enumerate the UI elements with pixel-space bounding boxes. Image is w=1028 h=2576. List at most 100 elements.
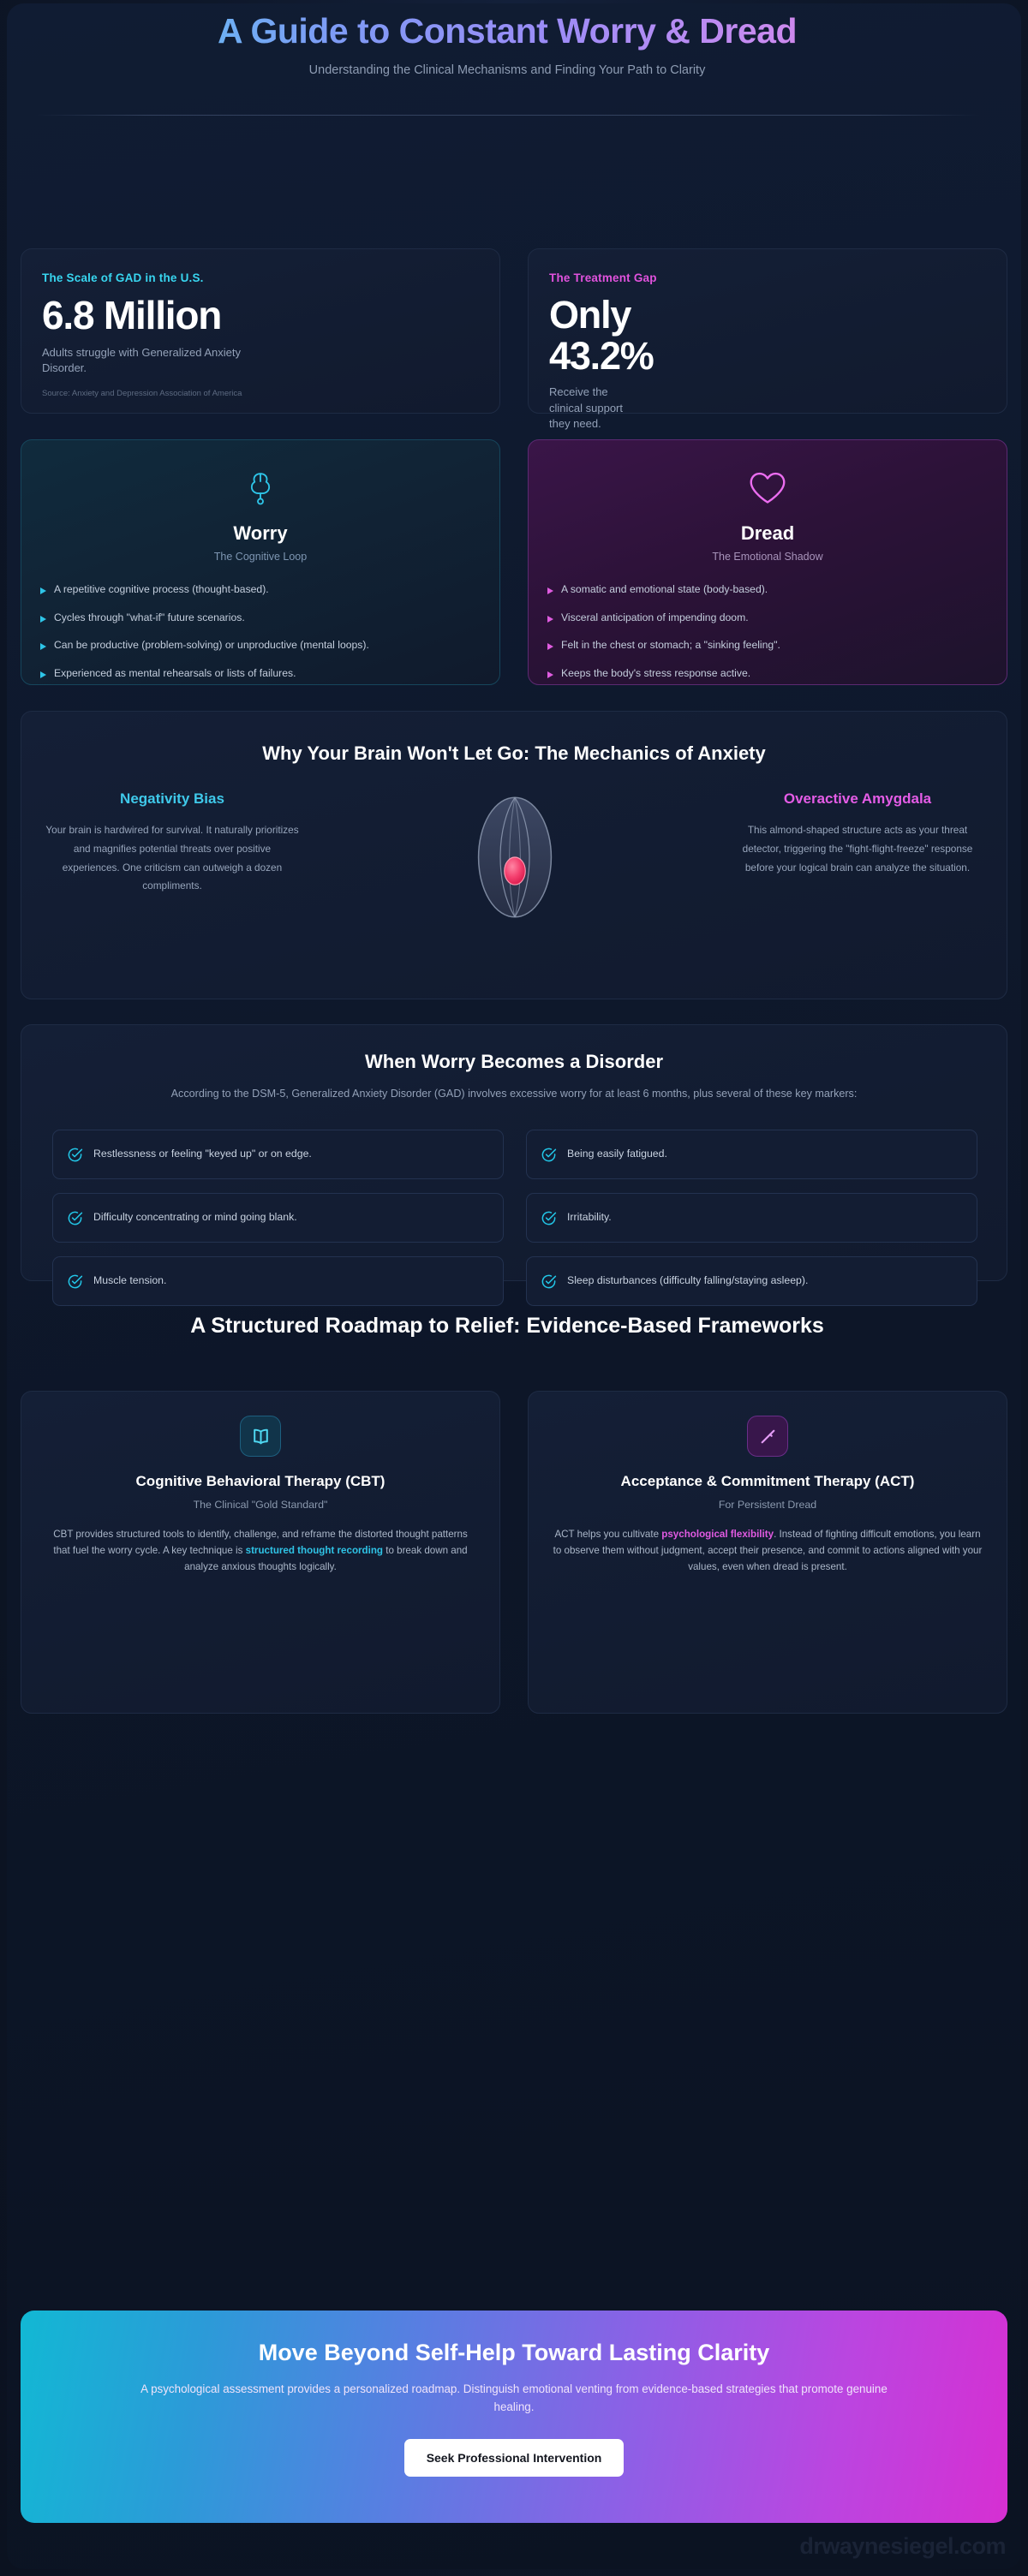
mechanics-heading: Overactive Amygdala <box>783 790 932 807</box>
heart-outline-icon <box>547 466 988 510</box>
marker-item: Muscle tension. <box>52 1256 504 1306</box>
marker-text: Being easily fatigued. <box>567 1148 667 1160</box>
concept-bullet-text: A somatic and emotional state (body-base… <box>561 583 768 595</box>
mechanics-body: This almond-shaped structure acts as you… <box>742 824 973 874</box>
mechanics-right-column: Overactive Amygdala This almond-shaped s… <box>707 790 1008 922</box>
marker-text: Difficulty concentrating or mind going b… <box>93 1211 297 1224</box>
therapy-body-post: to break down and analyze anxious though… <box>184 1545 468 1573</box>
brain-amygdala-diagram <box>323 790 707 922</box>
markers-section: When Worry Becomes a Disorder According … <box>21 1024 1007 1306</box>
mechanics-section: Why Your Brain Won't Let Go: The Mechani… <box>21 711 1007 999</box>
concept-bullet-list: A repetitive cognitive process (thought-… <box>40 582 481 682</box>
concept-bullet-list: A somatic and emotional state (body-base… <box>547 582 988 682</box>
stat-description: Receive the clinical support they need. <box>549 385 623 431</box>
cta-body: A psychological assessment provides a pe… <box>140 2382 888 2414</box>
concept-bullet-text: Experienced as mental rehearsals or list… <box>54 667 296 680</box>
stat-description: Adults struggle with Generalized Anxiety… <box>42 345 241 375</box>
stat-value: Only 43.2% <box>549 295 986 376</box>
brain-loop-icon <box>40 466 481 510</box>
concept-bullet: Keeps the body's stress response active. <box>547 666 988 682</box>
watermark: drwaynesiegel.com <box>799 2533 1006 2559</box>
marker-text: Restlessness or feeling "keyed up" or on… <box>93 1148 312 1160</box>
triangle-bullet-icon <box>547 643 553 651</box>
check-circle-icon <box>541 1147 557 1163</box>
concept-bullet: Felt in the chest or stomach; a "sinking… <box>547 638 988 653</box>
stat-card-scale: The Scale of GAD in the U.S. 6.8 Million… <box>21 248 500 414</box>
triangle-bullet-icon <box>40 643 46 651</box>
therapy-body: ACT helps you cultivate psychological fl… <box>551 1526 984 1576</box>
therapy-subtitle: For Persistent Dread <box>718 1498 817 1511</box>
concept-bullet: Experienced as mental rehearsals or list… <box>40 666 481 682</box>
mechanics-body: Your brain is hardwired for survival. It… <box>45 824 299 892</box>
cta-heading: Move Beyond Self-Help Toward Lasting Cla… <box>258 2340 770 2365</box>
concept-bullet-text: Cycles through "what-if" future scenario… <box>54 611 245 623</box>
stat-value-line2: 43.2% <box>549 333 654 378</box>
concept-subtitle: The Emotional Shadow <box>712 551 823 563</box>
marker-item: Being easily fatigued. <box>526 1130 977 1179</box>
marker-text: Sleep disturbances (difficulty falling/s… <box>567 1274 809 1287</box>
concept-bullet: Can be productive (problem-solving) or u… <box>40 638 481 653</box>
triangle-bullet-icon <box>547 615 553 623</box>
concept-bullet-text: Visceral anticipation of impending doom. <box>561 611 749 623</box>
page-subtitle: Understanding the Clinical Mechanisms an… <box>308 63 706 78</box>
therapy-subtitle: The Clinical "Gold Standard" <box>193 1498 328 1511</box>
marker-item: Restlessness or feeling "keyed up" or on… <box>52 1130 504 1179</box>
triangle-bullet-icon <box>40 587 46 594</box>
cta-button-wrap: Seek Professional Intervention <box>21 2417 1007 2477</box>
stat-label: The Treatment Gap <box>549 271 657 284</box>
concept-bullet-text: Can be productive (problem-solving) or u… <box>54 639 369 652</box>
triangle-bullet-icon <box>40 671 46 679</box>
concept-bullet: A repetitive cognitive process (thought-… <box>40 582 481 598</box>
marker-text: Muscle tension. <box>93 1274 167 1287</box>
concept-bullet-text: Felt in the chest or stomach; a "sinking… <box>561 639 780 652</box>
stat-value: 6.8 Million <box>42 293 222 337</box>
therapy-body-pre: ACT helps you cultivate <box>554 1528 662 1540</box>
section-title: Why Your Brain Won't Let Go: The Mechani… <box>262 742 766 764</box>
marker-item: Sleep disturbances (difficulty falling/s… <box>526 1256 977 1306</box>
cta-banner: Move Beyond Self-Help Toward Lasting Cla… <box>21 2311 1007 2523</box>
therapy-name: Cognitive Behavioral Therapy (CBT) <box>135 1473 386 1489</box>
concept-bullet-text: Keeps the body's stress response active. <box>561 667 751 680</box>
marker-item: Irritability. <box>526 1193 977 1243</box>
therapy-card-cbt: Cognitive Behavioral Therapy (CBT) The C… <box>21 1391 500 1714</box>
concept-title: Dread <box>740 522 795 544</box>
concept-card-worry: Worry The Cognitive Loop A repetitive co… <box>21 439 500 685</box>
therapy-name: Acceptance & Commitment Therapy (ACT) <box>620 1473 915 1489</box>
therapy-body-pre: CBT provides structured tools to identif… <box>53 1528 468 1557</box>
triangle-bullet-icon <box>40 615 46 623</box>
concept-bullet: A somatic and emotional state (body-base… <box>547 582 988 598</box>
check-circle-icon <box>67 1273 83 1290</box>
markers-grid: Restlessness or feeling "keyed up" or on… <box>52 1130 977 1306</box>
magic-wand-icon <box>747 1416 788 1457</box>
concept-subtitle: The Cognitive Loop <box>213 551 308 563</box>
concept-card-dread: Dread The Emotional Shadow A somatic and… <box>528 439 1007 685</box>
concept-title: Worry <box>233 522 288 544</box>
concept-bullet: Visceral anticipation of impending doom. <box>547 611 988 626</box>
therapy-body: CBT provides structured tools to identif… <box>44 1526 477 1576</box>
therapy-body-post: . Instead of fighting difficult emotions… <box>553 1528 983 1573</box>
check-circle-icon <box>541 1273 557 1290</box>
mechanics-grid: Negativity Bias Your brain is hardwired … <box>21 790 1008 922</box>
therapy-body-highlight: structured thought recording <box>245 1545 384 1557</box>
stat-label: The Scale of GAD in the U.S. <box>42 271 204 284</box>
header: A Guide to Constant Worry & Dread Unders… <box>0 10 1014 77</box>
markers-subtitle: According to the DSM-5, Generalized Anxi… <box>170 1088 858 1100</box>
therapy-card-act: Acceptance & Commitment Therapy (ACT) Fo… <box>528 1391 1007 1714</box>
roadmap-title: A Structured Roadmap to Relief: Evidence… <box>190 1314 824 1338</box>
marker-text: Irritability. <box>567 1211 612 1224</box>
check-circle-icon <box>541 1210 557 1226</box>
stat-source: Source: Anxiety and Depression Associati… <box>42 388 242 398</box>
check-circle-icon <box>67 1147 83 1163</box>
stat-value-line1: Only <box>549 293 631 337</box>
page-title: A Guide to Constant Worry & Dread <box>0 10 1014 51</box>
header-divider <box>34 115 980 116</box>
marker-item: Difficulty concentrating or mind going b… <box>52 1193 504 1243</box>
triangle-bullet-icon <box>547 671 553 679</box>
check-circle-icon <box>67 1210 83 1226</box>
stat-card-treatment-gap: The Treatment Gap Only 43.2% Receive the… <box>528 248 1007 463</box>
seek-professional-intervention-button[interactable]: Seek Professional Intervention <box>403 2438 625 2477</box>
section-title: When Worry Becomes a Disorder <box>364 1051 664 1072</box>
concept-bullet: Cycles through "what-if" future scenario… <box>40 611 481 626</box>
triangle-bullet-icon <box>547 587 553 594</box>
